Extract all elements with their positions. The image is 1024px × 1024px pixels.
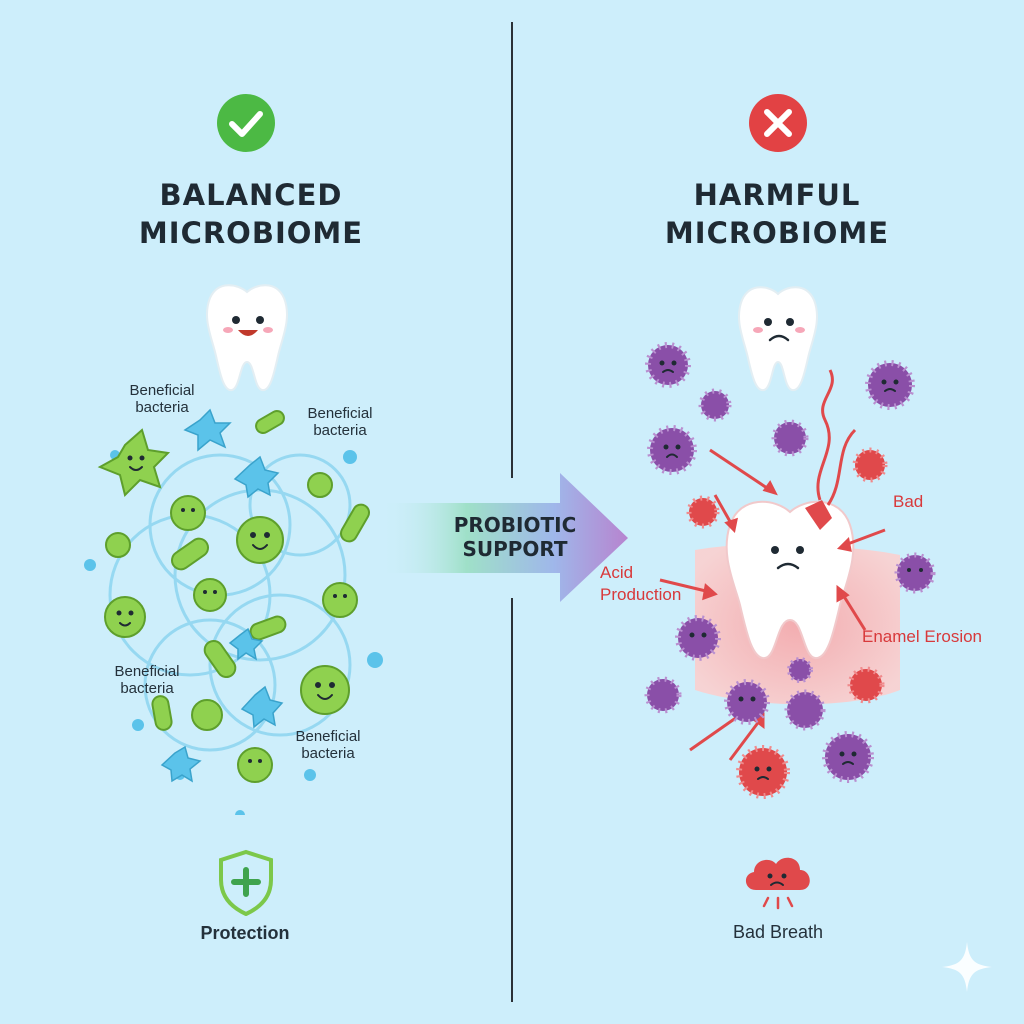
probiotic-support-label: PROBIOTIC SUPPORT xyxy=(453,513,577,561)
beneficial-label-2: Beneficial bacteria xyxy=(307,405,373,439)
green-bacteria xyxy=(97,410,370,783)
acid-production-label: Acid Production xyxy=(600,563,682,604)
beneficial-bacteria-cluster xyxy=(84,408,383,815)
balanced-title: BALANCED MICROBIOME xyxy=(138,178,364,250)
pain-lines xyxy=(816,369,857,506)
check-circle-icon xyxy=(217,94,275,152)
protection-label: Protection xyxy=(200,923,290,943)
beneficial-label-3: Beneficial bacteria xyxy=(114,663,180,697)
damaged-tooth xyxy=(725,500,855,659)
probiotic-arrow xyxy=(380,473,628,602)
beneficial-label-1: Beneficial bacteria xyxy=(129,382,195,416)
shield-plus-icon xyxy=(219,849,273,916)
enamel-erosion-label: Enamel Erosion xyxy=(862,627,983,646)
happy-tooth-icon xyxy=(206,284,288,392)
harmful-bacteria-scene xyxy=(644,342,936,799)
cloud-icon xyxy=(745,857,810,910)
sad-tooth-icon xyxy=(738,286,818,392)
sparkle-icon xyxy=(942,942,992,992)
purple-bacteria xyxy=(644,342,936,783)
bad-label: Bad xyxy=(893,492,924,511)
harmful-title: HARMFUL MICROBIOME xyxy=(664,178,890,250)
bacteria-faces xyxy=(116,455,347,763)
bad-breath-label: Bad Breath xyxy=(732,922,824,942)
x-circle-icon xyxy=(749,94,807,152)
angry-faces xyxy=(659,360,923,772)
beneficial-label-4: Beneficial bacteria xyxy=(295,728,361,762)
red-bacteria xyxy=(686,447,888,799)
blue-bacteria xyxy=(160,408,284,783)
biofilm-strands xyxy=(108,453,352,752)
